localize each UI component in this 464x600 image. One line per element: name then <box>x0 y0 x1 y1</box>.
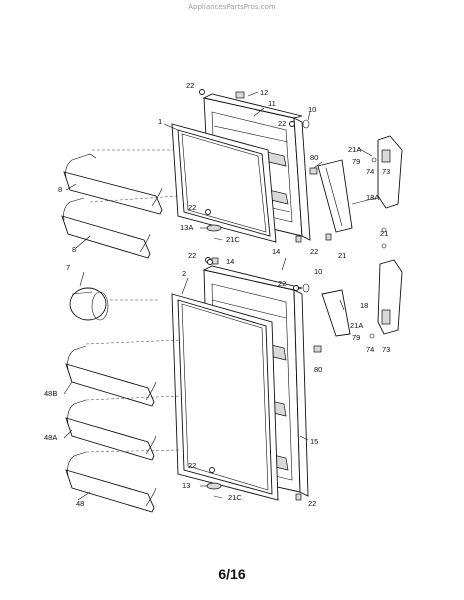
callout-12: 12 <box>260 88 268 97</box>
freezer-door-bin-lower <box>61 195 179 259</box>
upper-handle-assembly <box>371 135 403 209</box>
callout-15: 15 <box>310 437 318 446</box>
fresh-food-door-bin-48 <box>65 449 181 513</box>
callout-12-left: 22 <box>186 81 194 90</box>
callout-22-lower-hinge: 22 <box>278 279 286 288</box>
callout-73-lower: 73 <box>382 345 390 354</box>
callout-48: 48 <box>76 499 84 508</box>
callout-11: 11 <box>268 99 276 108</box>
freezer-door-bin-upper <box>63 149 174 215</box>
fresh-food-door-bin-48a <box>65 395 181 461</box>
callout-22-fresh-bottom: 22 <box>188 461 196 470</box>
callout-74-upper: 74 <box>366 167 374 176</box>
callout-1: 1 <box>158 117 162 126</box>
callout-48a: 48A <box>44 433 57 442</box>
callout-14-right: 14 <box>272 247 280 256</box>
callout-10-lower: 10 <box>314 267 322 276</box>
callout-22-freezer-bottom: 22 <box>188 203 196 212</box>
fresh-food-door-hinge <box>313 289 351 353</box>
fresh-food-door-bin-48b <box>65 339 181 407</box>
fresh-food-door-gasket <box>171 293 279 501</box>
callout-10-upper: 10 <box>308 105 316 114</box>
callout-13: 13 <box>182 481 190 490</box>
callout-8-lower: 8 <box>72 245 76 254</box>
callout-18a: 18A <box>366 193 379 202</box>
callout-22-upper-hinge: 22 <box>278 119 286 128</box>
callout-21a-lower: 21A <box>350 321 363 330</box>
fresh-food-small-parts <box>206 243 387 501</box>
callout-2: 2 <box>182 269 186 278</box>
callout-80-upper: 80 <box>310 153 318 162</box>
page-number: 6/16 <box>218 566 246 582</box>
callout-22-bottom-right: 22 <box>308 499 316 508</box>
callout-80-lower: 80 <box>314 365 322 374</box>
callout-22-mid-right: 22 <box>310 247 318 256</box>
callout-labels: 22 12 11 10 22 1 21A 79 74 73 80 18A 8 8… <box>44 81 390 508</box>
callout-79-lower: 79 <box>352 333 360 342</box>
callout-21c-upper: 21C <box>226 235 240 244</box>
callout-48b: 48B <box>44 389 57 398</box>
callout-leader-lines <box>63 91 377 501</box>
freezer-door-hinge <box>309 159 353 233</box>
callout-14-left: 14 <box>226 257 234 266</box>
callout-21c-lower: 21C <box>228 493 242 502</box>
callout-21-upper: 21 <box>380 229 388 238</box>
lower-handle-assembly <box>369 259 403 339</box>
callout-13a: 13A <box>180 223 193 232</box>
callout-73-upper: 73 <box>382 167 390 176</box>
callout-21a-upper: 21A <box>348 145 361 154</box>
callout-21-lower: 21 <box>338 251 346 260</box>
butter-dish-cover <box>69 287 160 321</box>
callout-8-upper: 8 <box>58 185 62 194</box>
callout-18: 18 <box>360 301 368 310</box>
callout-74-lower: 74 <box>366 345 374 354</box>
callout-22-mid-left: 22 <box>188 251 196 260</box>
callout-7: 7 <box>66 263 70 272</box>
freezer-door-gasket <box>171 123 277 243</box>
freezer-small-parts <box>199 89 387 265</box>
watermark: AppliancesPartsPros.com <box>188 3 276 11</box>
callout-79-upper: 79 <box>352 157 360 166</box>
